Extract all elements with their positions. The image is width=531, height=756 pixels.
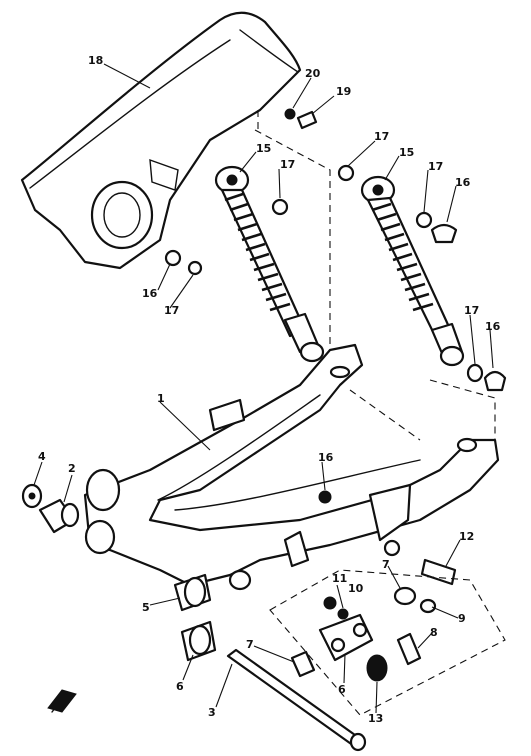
callout-leaders <box>33 63 494 714</box>
callout-16-right-bottom: 16 <box>485 320 501 333</box>
callout-15-right: 15 <box>399 146 414 159</box>
pivot-collars-and-shaft <box>173 573 367 752</box>
callout-19: 19 <box>336 85 351 98</box>
callout-3: 3 <box>208 706 216 719</box>
callout-17-right: 17 <box>428 160 443 173</box>
callout-17-cover: 17 <box>164 304 179 317</box>
callout-11: 11 <box>332 572 347 585</box>
callout-7-left: 7 <box>246 638 254 651</box>
callout-17-left: 17 <box>280 158 295 171</box>
callout-13: 13 <box>368 712 383 725</box>
callout-20: 20 <box>305 67 321 80</box>
callout-6-tensioner: 6 <box>338 683 346 696</box>
callout-2: 2 <box>68 462 76 475</box>
callout-15-left: 15 <box>256 142 271 155</box>
callout-8: 8 <box>430 626 438 639</box>
callout-16-right-top: 16 <box>455 176 471 189</box>
callout-16-cover: 16 <box>142 287 158 300</box>
left-shock-absorber <box>214 165 325 363</box>
callout-1: 1 <box>157 392 165 405</box>
right-shock-absorber <box>337 164 507 392</box>
callout-10: 10 <box>348 582 364 595</box>
callout-17-right-bottom: 17 <box>464 304 479 317</box>
swing-arm <box>83 343 500 591</box>
callout-4: 4 <box>38 450 46 463</box>
callout-18: 18 <box>88 54 103 67</box>
callout-12: 12 <box>459 530 474 543</box>
cover-bolt-washer <box>284 108 318 130</box>
callout-16-swingarm: 16 <box>318 451 334 464</box>
callout-labels: 18 20 19 15 17 17 15 17 16 16 17 17 16 1… <box>38 54 501 725</box>
assembly-lines <box>254 110 506 716</box>
chain-tensioner-group <box>290 490 457 682</box>
direction-arrow-icon <box>47 689 77 713</box>
chain-cover <box>20 11 302 276</box>
callout-17-top: 17 <box>374 130 389 143</box>
callout-6: 6 <box>176 680 184 693</box>
callout-5: 5 <box>142 601 150 614</box>
callout-9: 9 <box>458 612 466 625</box>
callout-7-right: 7 <box>382 558 390 571</box>
pivot-bushings <box>21 483 80 534</box>
